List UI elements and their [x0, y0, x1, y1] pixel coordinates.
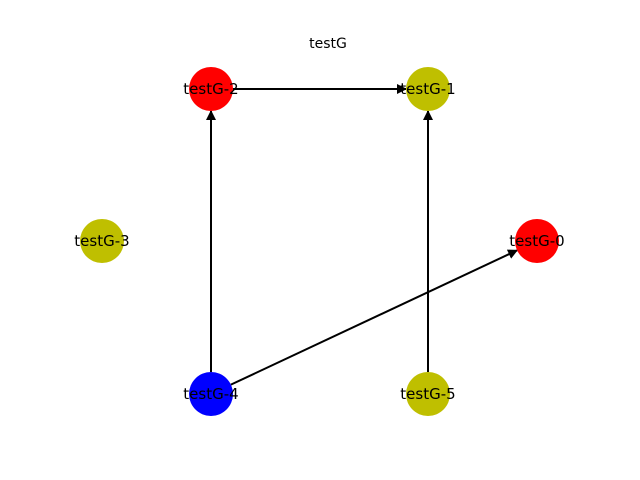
node-circle-testG-4 — [189, 372, 233, 416]
node-circle-testG-3 — [80, 219, 124, 263]
node-testG-4: testG-4 — [183, 372, 239, 416]
node-label-testG-4: testG-4 — [183, 385, 238, 403]
node-label-testG-2: testG-2 — [183, 80, 238, 98]
node-label-testG-3: testG-3 — [74, 232, 129, 250]
nodes-layer: testG-0 testG-1 testG-2 testG-3 testG-4 testG… — [74, 67, 565, 416]
node-testG-2: testG-2 — [183, 67, 239, 111]
node-label-testG-1: testG-1 — [400, 80, 455, 98]
edges-layer — [206, 84, 518, 386]
graph-title: testG — [309, 36, 347, 52]
node-circle-testG-5 — [406, 372, 450, 416]
node-testG-1: testG-1 — [400, 67, 456, 111]
node-testG-0: testG-0 — [509, 219, 565, 263]
node-circle-testG-2 — [189, 67, 233, 111]
node-label-testG-0: testG-0 — [509, 232, 564, 250]
node-testG-5: testG-5 — [400, 372, 456, 416]
node-testG-3: testG-3 — [74, 219, 130, 263]
edge-testG-4-to-testG-0 — [230, 249, 518, 386]
node-circle-testG-1 — [406, 67, 450, 111]
node-circle-testG-0 — [515, 219, 559, 263]
node-label-testG-5: testG-5 — [400, 385, 455, 403]
